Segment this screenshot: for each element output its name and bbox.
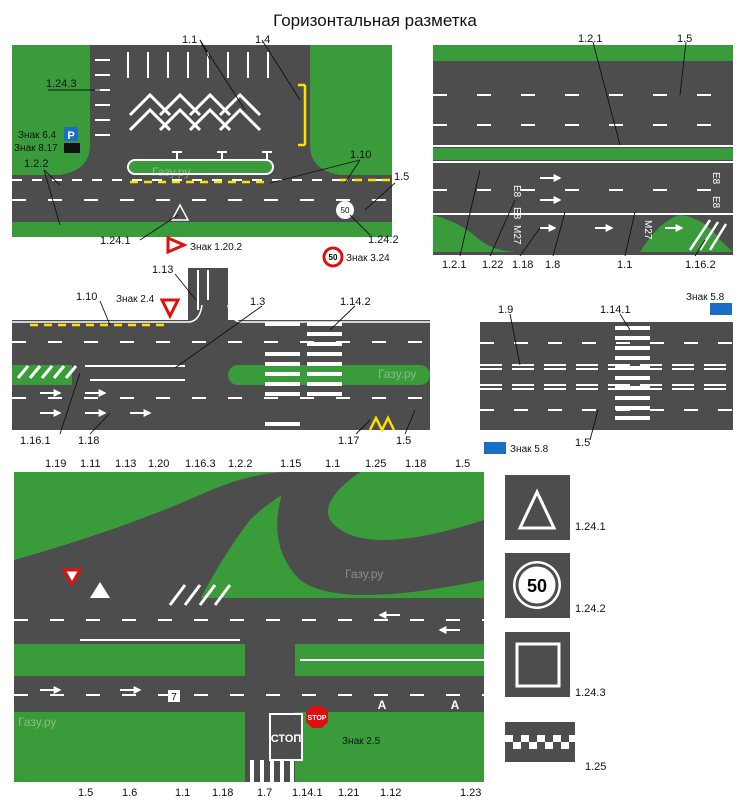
stop-sign-icon (306, 706, 328, 728)
label-top-3: 1.20 (148, 458, 169, 470)
label-1-24-3: 1.24.3 (46, 78, 77, 90)
label-1-5: 1.5 (396, 435, 411, 447)
label-top-5: 1.2.2 (228, 458, 252, 470)
label-1-24-2: 1.24.2 (368, 234, 399, 246)
label-1-18: 1.18 (512, 259, 533, 271)
parking-letter: P (67, 130, 74, 142)
label-top-7: 1.1 (325, 458, 340, 470)
label-1-5: 1.5 (394, 171, 409, 183)
sign-speed-value: 50 (329, 253, 338, 262)
label-bottom-7: 1.12 (380, 787, 401, 799)
panel-reversible: Знак 5.8 1.9 1.14.1 1.5 Знак 5.8 (480, 292, 733, 455)
label-1-14-1: 1.14.1 (600, 304, 631, 316)
road-text-e8-4: E8 (710, 196, 721, 209)
label-1-8: 1.8 (545, 259, 560, 271)
wheelchair-plate-icon (64, 143, 80, 153)
label-bottom-3: 1.18 (212, 787, 233, 799)
label-top-0: 1.19 (45, 458, 66, 470)
legend-label-1-25: 1.25 (585, 761, 606, 773)
watermark-4: Газу.ру (18, 715, 56, 729)
yield-sign-icon (61, 568, 83, 588)
legend-speed-value: 50 (527, 576, 547, 596)
road-text-m27-2: M27 (642, 220, 653, 240)
road-text-e8-2: E8 (511, 207, 522, 220)
label-top-10: 1.5 (455, 458, 470, 470)
label-top-9: 1.18 (405, 458, 426, 470)
lane-sign-bottom-icon (484, 442, 506, 454)
label-1-1: 1.1 (617, 259, 632, 271)
label-top-1: 1.11 (80, 458, 101, 470)
label-1-16-2: 1.16.2 (685, 259, 716, 271)
label-1-24-1: 1.24.1 (100, 235, 131, 247)
road-text-stop: СТОП (271, 733, 302, 745)
label-1-5: 1.5 (575, 437, 590, 449)
road-letter-a-1: А (378, 698, 387, 712)
label-bottom-2: 1.1 (175, 787, 190, 799)
label-sign-1-20-2: Знак 1.20.2 (190, 242, 243, 253)
label-1-9: 1.9 (498, 304, 513, 316)
speed-limit-sign-icon (322, 246, 344, 268)
label-top-8: 1.25 (365, 458, 386, 470)
label-1-10: 1.10 (350, 149, 371, 161)
label-1-18: 1.18 (78, 435, 99, 447)
panel-crossing: 1.13 Знак 2.4 1.10 1.3 1.14.2 1.16.1 1.1… (12, 264, 430, 447)
parking-sign-icon (64, 127, 78, 141)
panel-intersection: СТОП 7 А А STOP Знак 2.5 1.19 1.11 1.13 … (14, 458, 484, 799)
label-bottom-8: 1.23 (460, 787, 481, 799)
road-text-e8-3: E8 (710, 172, 721, 185)
label-sign-8-17: Знак 8.17 (14, 143, 58, 154)
road-text-m27-1: M27 (511, 225, 522, 245)
label-bottom-1: 1.6 (122, 787, 137, 799)
label-1-1: 1.1 (182, 34, 197, 46)
yield-sign-icon (166, 235, 188, 255)
panel-parking: 50 P 50 1.1 1.4 1.24.3 Знак 6.4 Знак 8.1… (12, 34, 409, 268)
label-1-2-2: 1.2.2 (24, 158, 48, 170)
road-letter-a-2: А (451, 698, 460, 712)
watermark-1: Газу.ру (152, 165, 190, 179)
label-sign-3-24: Знак 3.24 (346, 253, 390, 264)
label-bottom-6: 1.21 (338, 787, 359, 799)
label-1-2-1-top: 1.2.1 (578, 33, 602, 45)
give-way-sign-icon (159, 298, 181, 320)
road-speed-value: 50 (341, 206, 350, 215)
label-1-14-2: 1.14.2 (340, 296, 371, 308)
watermark-3: Газу.ру (345, 567, 383, 581)
label-bottom-5: 1.14.1 (292, 787, 323, 799)
lane-number: 7 (171, 692, 177, 703)
label-sign-2-5: Знак 2.5 (342, 736, 381, 747)
label-top-6: 1.15 (280, 458, 301, 470)
panel-highway: E8 E8 M27 E8 E8 M27 1.2.1 1.5 1.2.1 1.22… (433, 33, 733, 271)
label-top-2: 1.13 (115, 458, 136, 470)
road-text-e8-1: E8 (511, 185, 522, 198)
wheelchair-icon (515, 642, 561, 688)
legend-label-1-24-3: 1.24.3 (575, 687, 606, 699)
label-1-16-1: 1.16.1 (20, 435, 51, 447)
label-1-22: 1.22 (482, 259, 503, 271)
diagram-title: Горизонтальная разметка (273, 11, 477, 30)
label-sign-6-4: Знак 6.4 (18, 130, 57, 141)
label-bottom-0: 1.5 (78, 787, 93, 799)
label-1-4: 1.4 (255, 34, 270, 46)
legend-label-1-24-2: 1.24.2 (575, 603, 606, 615)
label-1-2-1-bottom: 1.2.1 (442, 259, 466, 271)
label-sign-5-8-top: Знак 5.8 (686, 292, 725, 303)
legend-label-1-24-1: 1.24.1 (575, 521, 606, 533)
legend-column: 1.24.1 50 1.24.2 1.24.3 1.25 (505, 475, 606, 773)
checker-icon (505, 735, 575, 749)
label-bottom-4: 1.7 (257, 787, 272, 799)
stop-sign-text: STOP (308, 715, 327, 722)
lane-sign-top-icon (710, 303, 732, 315)
watermark-2: Газу.ру (378, 367, 416, 381)
label-1-17: 1.17 (338, 435, 359, 447)
label-1-3: 1.3 (250, 296, 265, 308)
label-sign-5-8-bottom: Знак 5.8 (510, 444, 549, 455)
label-1-5-top: 1.5 (677, 33, 692, 45)
label-1-13: 1.13 (152, 264, 173, 276)
narrowing-icon (517, 488, 557, 530)
label-top-4: 1.16.3 (185, 458, 216, 470)
label-1-10: 1.10 (76, 291, 97, 303)
label-sign-2-4: Знак 2.4 (116, 294, 155, 305)
